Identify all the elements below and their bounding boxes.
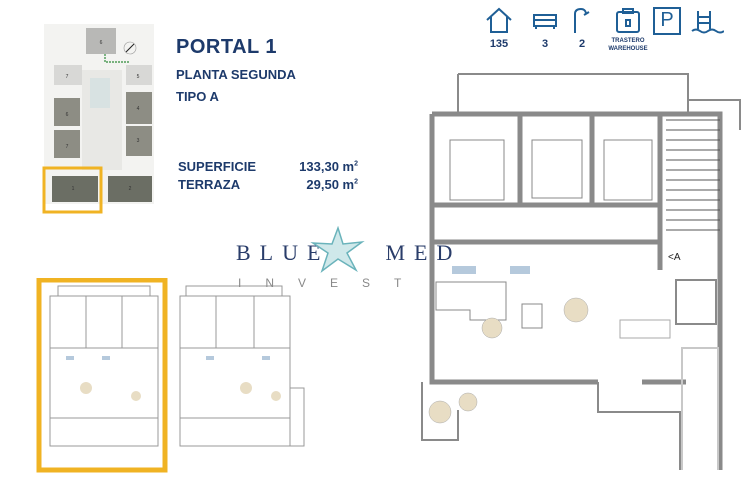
spec-surface: SUPERFICIE 133,30 m2 [178, 159, 358, 174]
site-plan: 6 7 5 6 4 7 3 1 2 [42, 24, 154, 214]
pool-icon [691, 11, 724, 34]
block-label: 6 [66, 112, 69, 118]
shower-icon [574, 7, 590, 33]
type-label: TIPO A [176, 89, 219, 104]
block-label: 2 [129, 186, 132, 192]
feature-value: 2 [578, 38, 586, 50]
block-label: 5 [137, 74, 140, 80]
house-icon [486, 7, 512, 33]
storage-label: TRASTERO [611, 38, 645, 44]
unit-sup: 2 [354, 178, 358, 186]
feature-area: 135 [479, 6, 519, 50]
section-marker: <A [668, 252, 681, 263]
portal-title: PORTAL 1 [176, 36, 278, 58]
bed-icon [533, 14, 557, 29]
logo-tagline: INVEST [238, 276, 426, 290]
feature-value: 3 [541, 38, 549, 50]
spec-value: 29,50 m [306, 177, 355, 192]
unit-sup: 2 [354, 160, 358, 168]
block-label: 3 [137, 138, 140, 144]
key-plan [36, 278, 305, 473]
floor-plan: <A [421, 73, 741, 470]
storage-label-en: WAREHOUSE [608, 46, 648, 52]
spec-terrace: TERRAZA 29,50 m2 [178, 177, 358, 192]
block-label: 7 [66, 144, 69, 150]
spec-label: SUPERFICIE [178, 159, 257, 174]
parking-icon: P [653, 7, 681, 35]
starfish-icon [310, 226, 365, 274]
selected-portal-highlight [42, 166, 103, 214]
spec-label: TERRAZA [178, 177, 241, 192]
block-label: 7 [66, 74, 69, 80]
selected-unit-highlight [36, 278, 168, 473]
feature-storage: TRASTERO WAREHOUSE [608, 6, 648, 53]
feature-bathrooms: 2 [562, 6, 602, 50]
north-arrow-icon [125, 43, 135, 53]
floor-label: PLANTA SEGUNDA [176, 67, 296, 82]
spec-value: 133,30 m [299, 159, 355, 174]
block-label: 6 [100, 40, 103, 46]
block-label: 4 [137, 106, 140, 112]
storage-icon [616, 8, 640, 33]
feature-value: 135 [489, 38, 509, 50]
logo-word: BLUE [236, 240, 330, 265]
feature-bedrooms: 3 [525, 6, 565, 50]
block-label: 1 [72, 186, 75, 192]
